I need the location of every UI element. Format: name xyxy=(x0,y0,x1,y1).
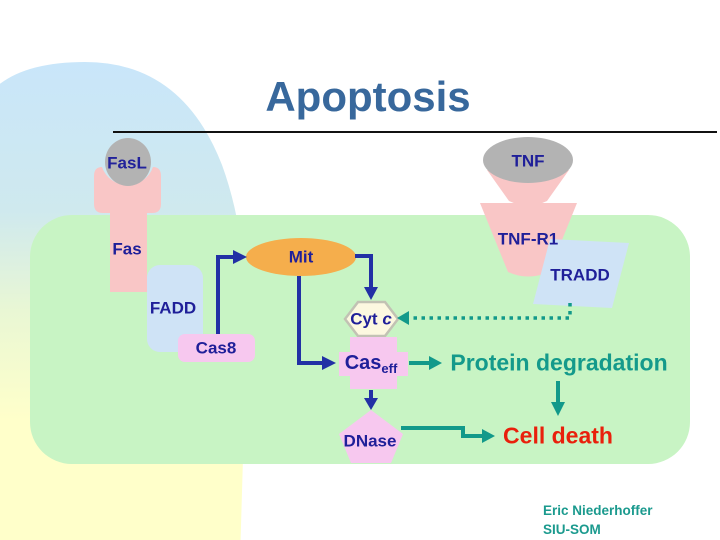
fadd-label: FADD xyxy=(149,298,197,318)
fas-receptor-stem xyxy=(110,205,147,292)
dnase-label: DNase xyxy=(343,431,397,451)
arrow-mit-to-caseff xyxy=(297,276,336,370)
protein-degradation-label: Protein degradation xyxy=(450,349,668,376)
page-title: Apoptosis xyxy=(265,73,471,120)
cytc-word: Cyt xyxy=(350,309,378,329)
arrow-caseff-to-dnase xyxy=(364,390,378,410)
arrow-head xyxy=(364,287,378,300)
cas8-box xyxy=(178,334,255,362)
tradd-label: TRADD xyxy=(550,265,610,285)
arrow-head xyxy=(322,356,336,370)
arrow-shaft xyxy=(409,303,572,320)
arrow-shaft xyxy=(216,255,233,334)
caseff-subscript: eff xyxy=(381,361,398,376)
arrow-shaft xyxy=(401,426,482,438)
arrow-cas8-to-mit xyxy=(216,250,247,334)
tnf-ligand-ball xyxy=(483,137,573,183)
fas-receptor-cup xyxy=(94,167,161,213)
dnase-pentagon xyxy=(339,410,403,463)
caseff-cross xyxy=(339,337,408,389)
tnfr1-label: TNF-R1 xyxy=(497,229,559,249)
fas-label: Fas xyxy=(112,239,142,259)
arrow-protein-degradation-to-cell-death xyxy=(551,381,565,416)
arrow-shaft xyxy=(355,254,373,287)
cytc-hexagon xyxy=(343,300,400,338)
fasl-ligand-ball xyxy=(105,138,151,186)
cytc-letter: c xyxy=(382,309,392,329)
caseff-label: Caseff xyxy=(344,352,398,376)
arrow-dnase-to-cell-death xyxy=(401,426,495,443)
credit-name: Eric Niederhoffer xyxy=(543,503,653,518)
arrow-head xyxy=(397,311,409,325)
cytc-label: Cyt c xyxy=(350,311,392,328)
dotted-arrow-tradd-to-cytc xyxy=(397,303,572,325)
mit-label: Mit xyxy=(288,247,314,267)
caseff-word: Cas xyxy=(344,352,382,374)
arrow-mit-to-cytc xyxy=(355,254,378,300)
arrow-caseff-to-protein-degradation xyxy=(409,356,442,370)
arrow-head xyxy=(551,402,565,416)
mit-ellipse xyxy=(246,238,356,276)
arrow-head xyxy=(233,250,247,264)
arrow-head xyxy=(364,398,378,410)
arrow-head xyxy=(482,429,495,443)
fas-receptor xyxy=(94,167,161,292)
arrow-head xyxy=(429,356,442,370)
cell-death-label: Cell death xyxy=(503,422,613,449)
credit-org: SIU-SOM xyxy=(543,522,601,537)
fadd-adapter-box xyxy=(147,265,203,352)
tradd-parallelogram xyxy=(533,239,629,308)
arrow-shaft xyxy=(297,276,322,365)
cas8-label: Cas8 xyxy=(195,338,237,358)
tnf-label: TNF xyxy=(511,151,545,171)
fasl-label: FasL xyxy=(107,153,147,173)
